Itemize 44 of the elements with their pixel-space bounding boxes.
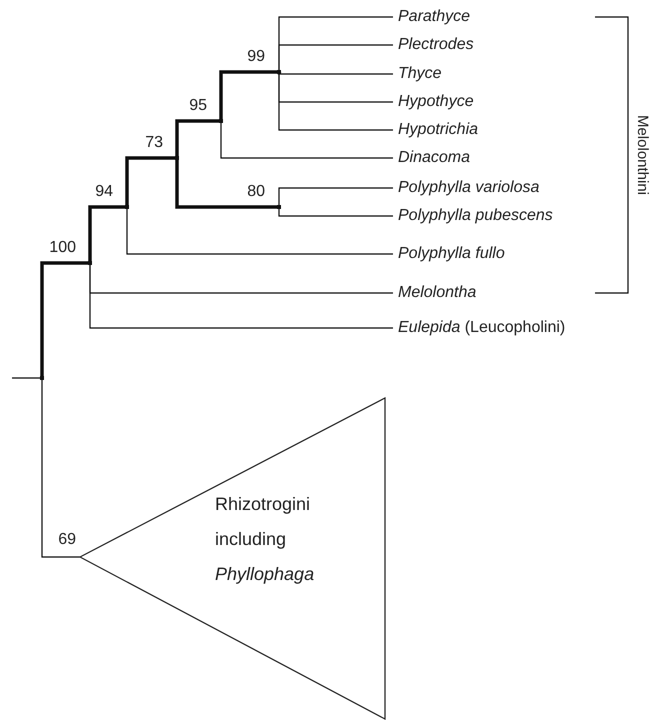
support-value: 69 — [57, 531, 76, 549]
tree-branch — [278, 44, 393, 70]
branch-point — [175, 156, 179, 160]
branch-point — [277, 70, 281, 74]
taxon-label: Parathyce — [393, 7, 470, 27]
branch-point — [40, 376, 44, 380]
taxon-label: Melolontha — [393, 283, 476, 303]
taxon-label: Hypothyce — [393, 92, 474, 112]
tree-branch — [40, 261, 88, 376]
support-value: 94 — [94, 183, 113, 201]
tree-branch — [278, 72, 393, 75]
branch-point — [125, 205, 129, 209]
taxon-label: Thyce — [393, 64, 442, 84]
tree-branch — [278, 74, 393, 131]
taxon-label: Hypotrichia — [393, 120, 478, 140]
tree-branch — [125, 156, 175, 205]
tree-branch — [220, 123, 393, 159]
support-value: 95 — [188, 97, 207, 115]
support-value: 100 — [48, 239, 76, 257]
tree-branch — [41, 380, 80, 558]
taxon-label: Polyphylla fullo — [393, 244, 505, 264]
branch-point — [219, 119, 223, 123]
support-value: 99 — [246, 48, 265, 66]
taxon-label: Polyphylla pubescens — [393, 206, 553, 226]
tree-branch — [219, 70, 277, 119]
taxon-label: Dinacoma — [393, 148, 470, 168]
support-value: 73 — [144, 134, 163, 152]
tree-branch — [175, 160, 277, 209]
tree-branch — [175, 119, 219, 156]
clade-label: Rhizotrogini including Phyllophaga — [215, 493, 316, 586]
tree-branch — [126, 209, 393, 255]
tree-branch — [89, 265, 393, 329]
branch-point — [88, 261, 92, 265]
branch-point — [277, 205, 281, 209]
taxon-label: Eulepida (Leucopholini) — [393, 318, 566, 338]
tree-branch — [12, 377, 40, 379]
collapsed-clade-triangle — [80, 397, 386, 720]
taxon-label: Polyphylla variolosa — [393, 178, 540, 198]
support-value: 80 — [246, 183, 265, 201]
tree-branch — [278, 209, 393, 217]
tree-branch — [278, 187, 393, 205]
taxon-label: Plectrodes — [393, 35, 474, 55]
tree-branch — [88, 205, 125, 261]
clade-name: Melolonthini — [634, 114, 650, 198]
